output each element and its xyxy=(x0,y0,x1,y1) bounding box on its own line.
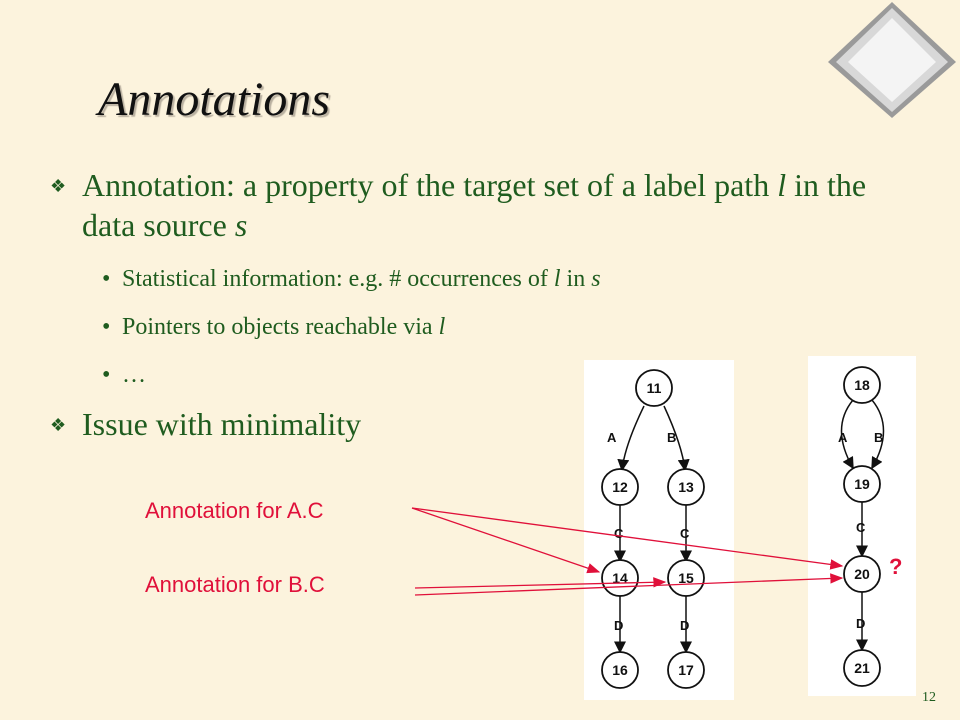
node-label: 16 xyxy=(612,662,628,678)
graph2-edges xyxy=(840,399,885,652)
annotation-ac-label: Annotation for A.C xyxy=(145,498,324,523)
node-label: 15 xyxy=(678,570,694,586)
sub-bullet-ellipsis: •… xyxy=(102,362,146,388)
diamond-bullet-icon: ❖ xyxy=(50,176,67,196)
graph1-nodes xyxy=(601,369,705,689)
edge-11-13 xyxy=(663,405,690,472)
question-mark: ? xyxy=(889,554,903,579)
diamond-decoration-icon xyxy=(828,2,956,118)
annotation-arrows xyxy=(411,507,844,596)
graph1-edges xyxy=(614,405,692,654)
graph-node xyxy=(843,366,881,404)
annotation-bc-label: Annotation for B.C xyxy=(145,572,325,597)
graph-node xyxy=(667,468,705,506)
sub-bullet-statistical: •Statistical information: e.g. # occurre… xyxy=(102,266,601,292)
graph-node xyxy=(667,651,705,689)
diamond-bullet-icon: ❖ xyxy=(50,415,67,435)
node-label: 11 xyxy=(647,380,662,396)
bullet-minimality: Issue with minimality xyxy=(82,406,362,442)
node-label: 20 xyxy=(854,566,870,582)
edge-label: D xyxy=(680,618,689,633)
graph-panel-left xyxy=(584,360,734,700)
edge-label: A xyxy=(838,430,848,445)
edge-label: A xyxy=(607,430,617,445)
graph-node xyxy=(843,555,881,593)
sub-bullet-pointers: •Pointers to objects reachable via l xyxy=(102,314,446,340)
graph2-nodes xyxy=(843,366,881,687)
node-label: 21 xyxy=(854,660,870,676)
edge-18-19-a xyxy=(840,399,854,470)
edge-label: D xyxy=(614,618,623,633)
edge-18-19-b xyxy=(871,399,885,470)
edge-11-12 xyxy=(617,405,645,472)
graph-node xyxy=(667,559,705,597)
arrow-ac-to-14 xyxy=(411,507,601,574)
edge-label: C xyxy=(856,520,866,535)
edge-label: C xyxy=(614,526,624,541)
graph-node xyxy=(843,649,881,687)
arrow-bc-to-15 xyxy=(414,577,667,589)
graph-node xyxy=(601,468,639,506)
node-label: 14 xyxy=(612,570,628,586)
edge-label: C xyxy=(680,526,690,541)
graph-node xyxy=(601,651,639,689)
page-number: 12 xyxy=(922,690,936,705)
node-label: 12 xyxy=(612,479,628,495)
graph-node xyxy=(635,369,673,407)
edge-label: B xyxy=(874,430,883,445)
edge-label: B xyxy=(667,430,676,445)
node-label: 17 xyxy=(678,662,694,678)
slide-title: Annotations xyxy=(98,73,331,126)
node-label: 19 xyxy=(854,476,870,492)
arrow-bc-to-20 xyxy=(414,573,844,596)
bullet-annotation-definition: Annotation: a property of the target set… xyxy=(82,167,867,243)
node-label: 18 xyxy=(854,377,870,393)
node-label: 13 xyxy=(678,479,694,495)
arrow-ac-to-20 xyxy=(411,507,844,570)
edge-label: D xyxy=(856,616,865,631)
graph-node xyxy=(843,465,881,503)
